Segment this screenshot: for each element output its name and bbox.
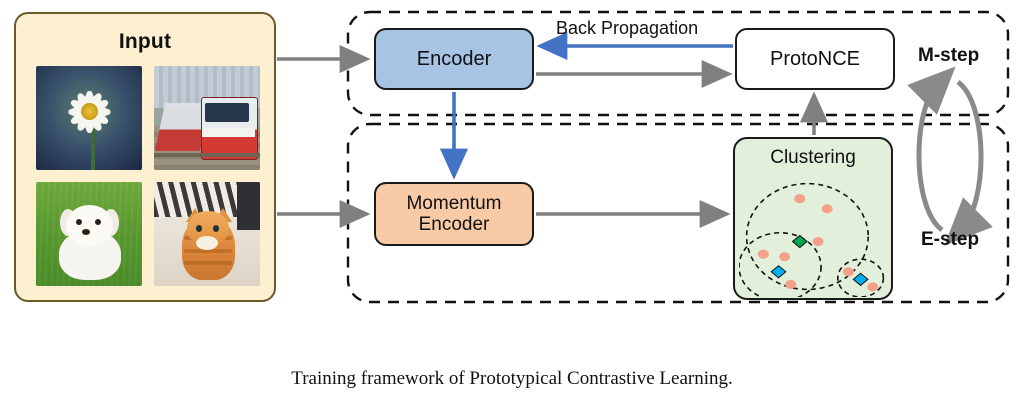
flower-center [80,103,98,121]
input-panel-title: Input [118,30,172,53]
white-dog-photo [36,182,142,286]
cluster-point-prototype-blue [853,273,868,285]
e-step-label: E-step [921,229,980,250]
input-thumbnail-grid [36,66,260,288]
momentum-encoder-label: Momentum Encoder [406,193,501,236]
e-step-group-box [346,122,1010,304]
cluster-boundary [747,184,869,290]
em-loop-m-step-arc [907,66,956,233]
momentum-encoder-label-line2: Encoder [418,214,490,235]
em-loop-e-step-arc [944,79,993,246]
cluster-point-samples [821,204,833,214]
clustering-scatter-plot [739,171,891,297]
cluster-point-prototype-green [792,236,807,248]
figure-caption: Training framework of Prototypical Contr… [291,368,733,389]
clustering-label: Clustering [770,147,856,168]
cluster-boundary [838,259,884,297]
protonce-node[interactable]: ProtoNCE [735,28,895,90]
momentum-encoder-node[interactable]: Momentum Encoder [374,182,534,246]
orange-cat-photo [154,182,260,286]
red-train-photo [154,66,260,170]
cluster-point-samples [794,194,806,204]
cluster-point-samples [842,267,854,277]
encoder-node[interactable]: Encoder [374,28,534,90]
clustering-node[interactable]: Clustering [733,137,893,300]
input-panel: Input [14,12,276,302]
cluster-boundary [739,233,821,297]
m-step-group-box [346,10,1010,117]
flower-stem [91,123,96,170]
cluster-point-samples [867,282,879,292]
momentum-encoder-label-line1: Momentum [406,192,502,214]
protonce-label: ProtoNCE [769,47,861,70]
daisy-flower-photo [36,66,142,170]
back-propagation-label: Back Propagation [556,18,699,38]
cluster-point-samples [779,252,791,262]
cluster-point-prototype-blue [771,266,786,278]
m-step-label: M-step [918,45,980,66]
cluster-point-samples [757,249,769,259]
cluster-point-samples [812,237,824,247]
encoder-label: Encoder [416,47,492,70]
cluster-point-samples [785,279,797,289]
